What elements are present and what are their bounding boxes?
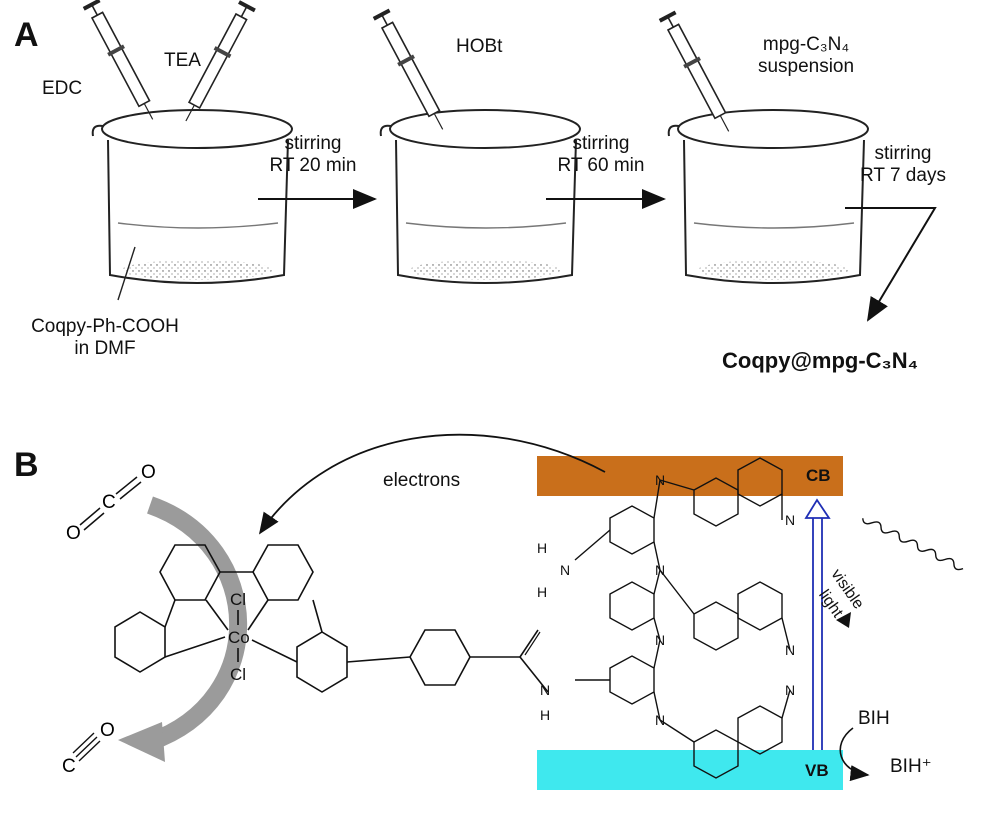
co-molecule: C O: [62, 720, 115, 777]
co2-atom-o1: O: [66, 523, 81, 544]
syringe-tea: [185, 0, 256, 122]
step-1-label: stirring RT 20 min: [248, 133, 378, 177]
vb-band: [537, 750, 843, 790]
svg-text:N: N: [540, 682, 550, 698]
light-wavy-arrow: [862, 518, 964, 571]
svg-text:N: N: [655, 632, 665, 648]
step-3-line1: stirring: [874, 143, 932, 164]
svg-text:N: N: [655, 712, 665, 728]
start-material-pointer: [117, 246, 136, 301]
reagent-mpg-label: mpg-C₃N₄ suspension: [736, 34, 876, 78]
panel-b-letter: B: [14, 446, 39, 484]
step-1-line2: RT 20 min: [269, 155, 357, 176]
svg-text:N: N: [785, 512, 795, 528]
syringe-edc: [82, 0, 154, 120]
vb-label: VB: [805, 761, 829, 780]
step-3-label: stirring RT 7 days: [838, 143, 968, 187]
svg-text:N: N: [655, 562, 665, 578]
arrow-step-3: [845, 207, 937, 322]
beaker-2: [379, 109, 581, 284]
beaker-1: [91, 109, 293, 284]
coqpy-labels: Co Cl Cl: [228, 590, 250, 684]
c3n4-framework: [574, 457, 791, 779]
reagent-hobt-label: HOBt: [456, 36, 503, 57]
reduction-curved-arrow: [146, 496, 248, 751]
complex-cl-bottom: Cl: [230, 665, 246, 684]
panel-b-graphics: O C O C O Co Cl: [62, 433, 964, 790]
panel-a-letter: A: [14, 16, 39, 54]
electrons-label: electrons: [383, 470, 461, 491]
panel-a-graphics: [82, 0, 937, 322]
svg-text:N: N: [560, 562, 570, 578]
reagent-tea-label: TEA: [164, 50, 201, 71]
step-2-label: stirring RT 60 min: [536, 133, 666, 177]
reagent-mpg-line1: mpg-C₃N₄: [762, 34, 850, 55]
co-atom-c: C: [62, 756, 76, 777]
start-material-line1: Coqpy-Ph-COOH: [31, 316, 179, 337]
product-label: Coqpy@mpg-C₃N₄: [722, 348, 919, 373]
c3n4-n-labels: N N N N N N N H H N N H: [537, 472, 795, 728]
svg-text:H: H: [537, 584, 547, 600]
cb-label: CB: [806, 466, 831, 485]
start-material-line2: in DMF: [74, 338, 136, 359]
co2-atom-c: C: [102, 492, 116, 513]
complex-cl-top: Cl: [230, 590, 246, 609]
start-material-label: Coqpy-Ph-COOH in DMF: [0, 316, 210, 360]
complex-metal: Co: [228, 628, 250, 647]
electrons-arrow: [258, 433, 606, 535]
co2-atom-o2: O: [141, 462, 156, 483]
beaker-3: [667, 109, 869, 284]
light-arrow-head: [836, 612, 851, 628]
step-3-line2: RT 7 days: [860, 165, 946, 186]
coqpy-complex: [114, 544, 549, 693]
svg-text:H: H: [537, 540, 547, 556]
step-1-line1: stirring: [284, 133, 342, 154]
reagent-mpg-line2: suspension: [757, 56, 855, 77]
syringe-hobt: [372, 8, 444, 130]
syringe-mpg: [658, 10, 730, 132]
donor-oxidation-arrow: [839, 727, 870, 782]
svg-text:H: H: [540, 707, 550, 723]
co2-molecule: O C O: [66, 462, 156, 544]
svg-text:N: N: [785, 682, 795, 698]
reduction-arrow-head: [118, 722, 165, 762]
step-2-line2: RT 60 min: [557, 155, 645, 176]
step-2-line1: stirring: [572, 133, 630, 154]
co-atom-o: O: [100, 720, 115, 741]
donor-oxidized-label: BIH⁺: [890, 756, 932, 777]
donor-label: BIH: [858, 708, 890, 729]
svg-text:N: N: [655, 472, 665, 488]
excitation-arrow: [804, 498, 831, 750]
reagent-edc-label: EDC: [42, 78, 83, 99]
svg-text:N: N: [785, 642, 795, 658]
